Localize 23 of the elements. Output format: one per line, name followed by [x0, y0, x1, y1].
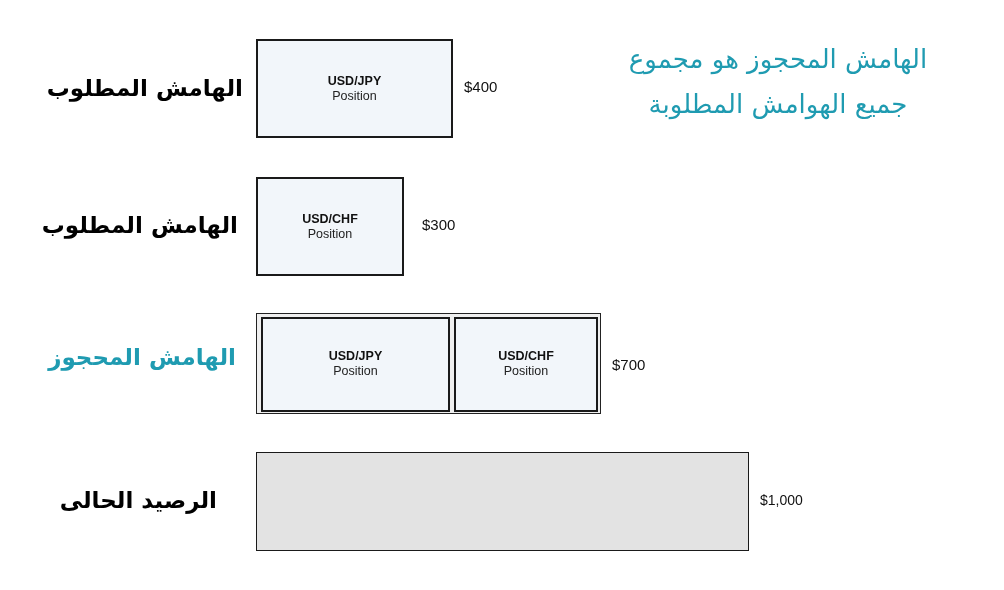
box-subtitle: Position — [332, 88, 377, 104]
box-title: USD/CHF — [302, 211, 358, 227]
balance-bar — [256, 452, 749, 551]
row-label: الهامش المطلوب — [46, 74, 243, 103]
row-label: الهامش المطلوب — [41, 211, 238, 240]
box-title: USD/CHF — [498, 349, 554, 364]
position-box — [256, 177, 404, 276]
amount-label: $300 — [422, 216, 456, 234]
row-label: الرصيد الحالى — [59, 486, 217, 515]
note-text: الهامش المحجوز هو مجموع جميع الهوامش المطلوبة — [627, 43, 929, 122]
amount-label: $1,000 — [760, 491, 803, 509]
position-box — [261, 316, 450, 412]
box-subtitle: Position — [307, 226, 353, 242]
row-label: الهامش المحجوز — [48, 343, 236, 372]
amount-label: $400 — [464, 78, 498, 96]
group-box — [256, 313, 601, 414]
box-title: USD/JPY — [328, 349, 383, 364]
amount-label: $700 — [612, 356, 646, 374]
position-box — [454, 316, 598, 412]
box-subtitle: Position — [333, 364, 378, 379]
position-box — [256, 39, 453, 138]
box-subtitle: Position — [503, 364, 549, 379]
box-title: USD/JPY — [327, 73, 382, 89]
